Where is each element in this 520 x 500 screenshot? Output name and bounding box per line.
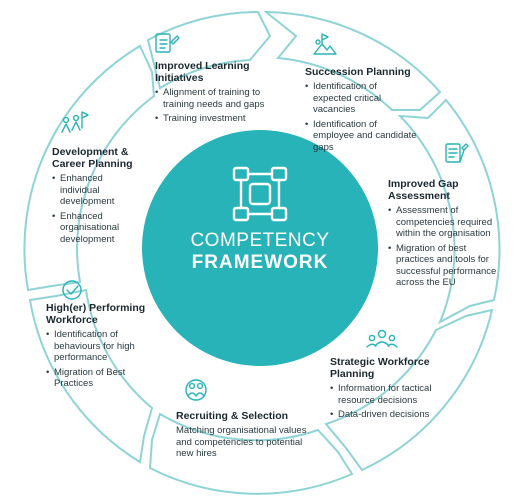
- segment-gap: Improved Gap Assessment Assessment of co…: [388, 178, 500, 292]
- center-title-line1: COMPETENCY: [190, 230, 330, 251]
- list-item: Migration of best practices and tools fo…: [388, 243, 500, 289]
- segment-border-learning: [146, 10, 272, 90]
- segment-development: Development & Career Planning Enhanced i…: [52, 146, 144, 248]
- segment-succession: Succession Planning Identification of ex…: [305, 66, 417, 156]
- list-item: Alignment of training to training needs …: [155, 87, 275, 110]
- people-flag-icon: [61, 111, 89, 133]
- document-pen-icon: [445, 143, 469, 163]
- segment-description: Matching organisational values and compe…: [176, 425, 307, 459]
- clipboard-icon: [155, 33, 180, 53]
- mountain-flag-icon: [313, 33, 337, 55]
- checkmark-badge-icon: [62, 280, 82, 300]
- list-item: Identification of employee and candidate…: [305, 119, 417, 154]
- center-disk: [142, 130, 378, 366]
- list-item: Enhanced organisational development: [52, 211, 144, 246]
- segment-border-succession: [263, 10, 442, 111]
- list-item: Training investment: [155, 113, 275, 125]
- segment-title: Improved Learning Initiatives: [155, 60, 250, 84]
- people-circle-icon: [185, 379, 207, 401]
- list-item: Information for tactical resource decisi…: [330, 383, 440, 406]
- list-item: Assessment of competencies required with…: [388, 205, 500, 240]
- segment-recruiting: Recruiting & Selection Matching organisa…: [176, 410, 308, 460]
- segment-border-strategic: [324, 308, 494, 472]
- segment-strategic: Strategic Workforce Planning Information…: [330, 356, 440, 424]
- segment-title: Strategic Workforce Planning: [330, 356, 430, 380]
- segment-border-recruiting: [148, 412, 354, 495]
- list-item: Migration of Best Practices: [46, 367, 154, 390]
- list-item: Enhanced individual development: [52, 173, 144, 208]
- list-item: Identification of expected critical vaca…: [305, 81, 417, 116]
- segment-title: Recruiting & Selection: [176, 410, 289, 422]
- center-title-line2: FRAMEWORK: [191, 252, 329, 273]
- segment-performing: High(er) Performing Workforce Identifica…: [46, 302, 154, 393]
- four-hands-linked-icon: [232, 166, 288, 222]
- list-item: Identification of behaviours for high pe…: [46, 329, 154, 364]
- list-item: Data-driven decisions: [330, 409, 440, 421]
- segment-title: Improved Gap Assessment: [388, 178, 459, 202]
- segment-title: Development & Career Planning: [52, 146, 133, 170]
- segment-title: Succession Planning: [305, 66, 411, 78]
- people-group-icon: [366, 329, 398, 348]
- segment-border-gap: [397, 98, 501, 325]
- segment-learning: Improved Learning Initiatives Alignment …: [155, 60, 275, 128]
- center-title: COMPETENCY FRAMEWORK: [160, 230, 360, 274]
- segment-title: High(er) Performing Workforce: [46, 302, 146, 326]
